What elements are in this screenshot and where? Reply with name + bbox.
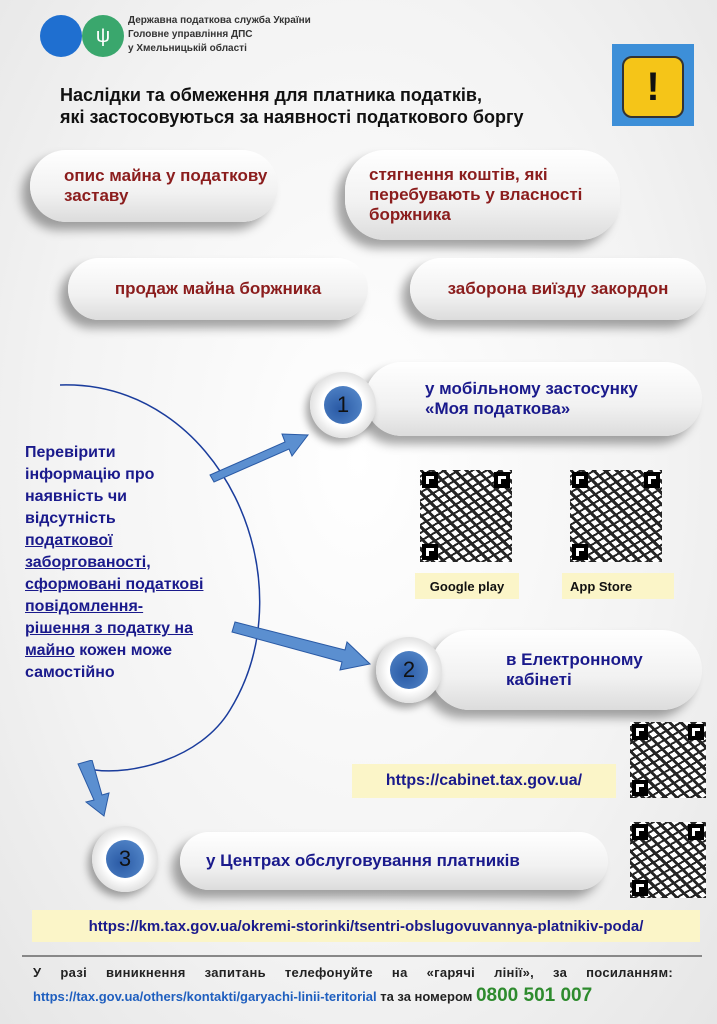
option-label: у Центрах обслуговування платників xyxy=(206,851,520,870)
footer-text: У разі виникнення запитань телефонуйте н… xyxy=(33,965,673,980)
text-part: Перевірити інформацію про наявність чи в… xyxy=(25,444,155,527)
step-number: 1 xyxy=(336,392,350,417)
consequence-pill: стягнення коштів, які перебувають у влас… xyxy=(345,150,620,240)
title-line: Наслідки та обмеження для платника подат… xyxy=(60,85,482,105)
option-pill-e-cabinet: в Електронному кабінеті xyxy=(430,630,702,710)
consequence-text: стягнення коштів, які перебувають у влас… xyxy=(369,165,583,224)
text-part: кожен може самостійно xyxy=(25,642,172,681)
cabinet-link[interactable]: https://cabinet.tax.gov.ua/ xyxy=(385,772,583,789)
google-play-label[interactable]: Google play xyxy=(415,573,519,599)
step-number-badge: 3 xyxy=(92,826,158,892)
consequence-pill: продаж майна боржника xyxy=(68,258,368,320)
footer-contacts: https://tax.gov.ua/others/kontakti/garya… xyxy=(33,985,592,1007)
app-store-label[interactable]: App Store xyxy=(562,573,674,599)
centers-link[interactable]: https://km.tax.gov.ua/okremi-storinki/ts… xyxy=(88,917,644,935)
step-number: 2 xyxy=(402,657,416,682)
consequence-text: продаж майна боржника xyxy=(114,279,322,298)
consequence-text: опис майна у податкову заставу xyxy=(64,166,268,205)
underlined-text: податкової заборгованості, сформовані по… xyxy=(25,532,204,659)
org-line: Головне управління ДПС xyxy=(128,29,253,40)
step-number-badge: 1 xyxy=(310,372,376,438)
hotline-phone[interactable]: 0800 501 007 xyxy=(475,985,593,1006)
option-label: в Електронному кабінеті xyxy=(506,650,643,689)
option-label: у мобільному застосунку «Моя податкова» xyxy=(425,379,638,418)
step-number: 3 xyxy=(118,846,132,871)
option-pill-mobile-app: у мобільному застосунку «Моя податкова» xyxy=(365,362,702,436)
step-number-badge: 2 xyxy=(376,637,442,703)
org-line: Державна податкова служба України xyxy=(128,15,311,26)
cabinet-link-box: https://cabinet.tax.gov.ua/ xyxy=(352,764,616,798)
centers-link-box: https://km.tax.gov.ua/okremi-storinki/ts… xyxy=(32,910,700,942)
hotline-link[interactable]: https://tax.gov.ua/others/kontakti/garya… xyxy=(33,989,377,1004)
title-line: які застосовуються за наявності податков… xyxy=(60,107,524,127)
org-line: у Хмельницькій області xyxy=(128,43,247,54)
page-title: Наслідки та обмеження для платника подат… xyxy=(60,84,524,128)
arrow-icon xyxy=(77,760,110,817)
consequence-pill: заборона виїзду закордон xyxy=(410,258,706,320)
footer-middle: та за номером xyxy=(376,989,476,1004)
check-info-text: Перевірити інформацію про наявність чи в… xyxy=(25,442,205,684)
consequence-text: заборона виїзду закордон xyxy=(447,279,669,298)
footer-divider xyxy=(22,955,702,957)
arrow-icon xyxy=(231,621,372,671)
warning-icon: ! xyxy=(612,44,694,126)
arrow-icon xyxy=(209,433,309,483)
qr-code-app-store[interactable] xyxy=(570,470,662,562)
logo: ψ xyxy=(40,15,124,57)
qr-code-google-play[interactable] xyxy=(420,470,512,562)
qr-code-centers[interactable] xyxy=(630,822,706,898)
org-name: Державна податкова служба України Головн… xyxy=(128,14,311,56)
qr-code-cabinet[interactable] xyxy=(630,722,706,798)
logo-blue-circle xyxy=(40,15,82,57)
consequence-pill: опис майна у податкову заставу xyxy=(30,150,278,222)
option-pill-service-centers: у Центрах обслуговування платників xyxy=(180,832,608,890)
trident-icon: ψ xyxy=(82,15,124,57)
